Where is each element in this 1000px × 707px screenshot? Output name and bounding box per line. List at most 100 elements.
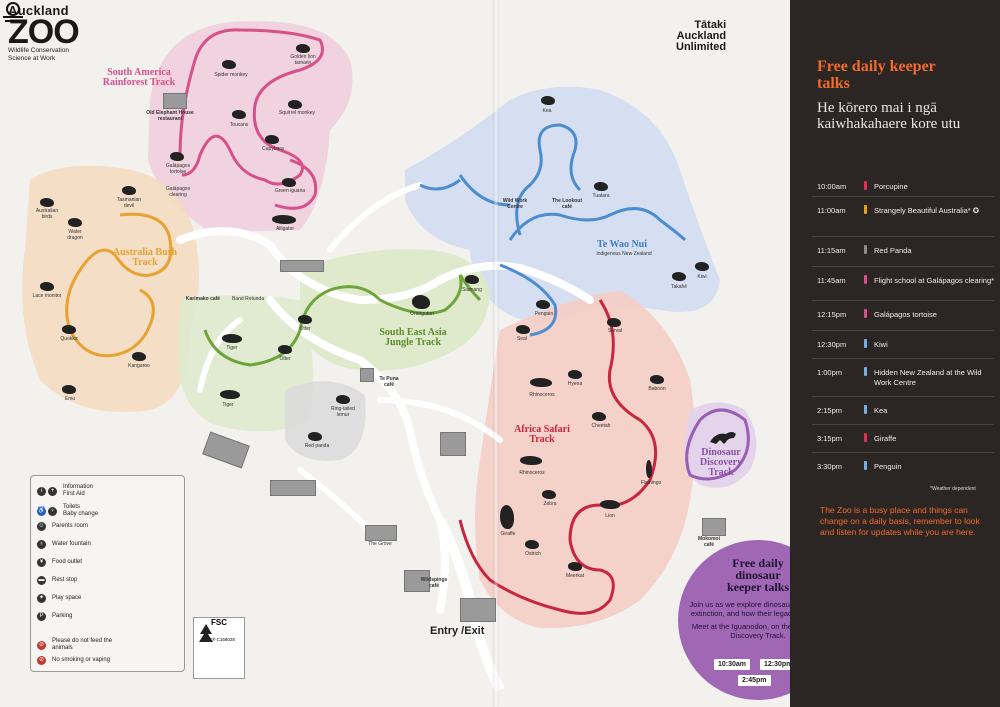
fsc-tree-icon [199,624,213,642]
siamang-icon[interactable] [465,275,479,284]
orangutan-icon[interactable] [412,295,430,309]
old-elephant-house-label[interactable]: Old Elephant House restaurant [146,110,194,122]
tuatara-icon[interactable] [594,182,608,191]
cheetah-icon[interactable] [592,412,606,421]
track-title-dinosaur[interactable]: Dinosaur Discovery Track [699,447,743,478]
golden-tamarin-icon[interactable] [296,44,310,53]
rhinoceros-label-2: Rhinoceros [519,470,545,476]
zebra-icon[interactable] [542,490,556,499]
lookout-cafe-label[interactable]: The Lookout café [552,198,582,210]
schedule-divider [812,358,994,359]
dino-body-1: Join us as we explore dinosaur evolution… [689,600,827,618]
wild-work-centre-label[interactable]: Wild Work Centre [502,198,528,210]
otter-icon-2[interactable] [298,315,312,324]
lion-icon[interactable] [600,500,620,509]
green-iguana-icon[interactable] [282,178,296,187]
lace-monitor-icon[interactable] [40,282,54,291]
wildspings-cafe-label[interactable]: Wildspings café [420,577,448,589]
track-title-africa[interactable]: Africa Safari Track [514,424,570,445]
no-smoking-icon: ⊘ [37,656,46,665]
emu-icon[interactable] [62,385,76,394]
tiger-icon-2[interactable] [220,390,240,399]
meerkat-label: Meerkat [565,573,585,579]
squirrel-monkey-icon[interactable] [288,100,302,109]
te-puna-cafe-label[interactable]: Te Puna café [379,376,399,388]
tiger-icon-1[interactable] [222,334,242,343]
route-australia [65,212,173,358]
track-title-sea-jungle[interactable]: South East Asia Jungle Track [379,327,447,348]
legend-row-parents: ☺ Parents room [37,522,88,531]
water-fountain-icon: ♁ [37,540,46,549]
red-panda-label: Red panda [304,443,330,449]
tasmanian-devil-icon[interactable] [122,186,136,195]
grove-building [365,525,397,541]
tataki-logo-text: Tātaki Auckland Unlimited [676,20,726,53]
rhinoceros-icon-1[interactable] [530,378,552,387]
iguanodon-icon[interactable] [708,428,738,446]
route-te-wao-nui-2 [419,178,558,337]
ostrich-icon[interactable] [525,540,539,549]
takahe-icon[interactable] [672,272,686,281]
alligator-icon[interactable] [272,215,296,224]
schedule-divider [812,266,994,267]
capybara-icon[interactable] [265,135,279,144]
red-panda-icon[interactable] [308,432,322,441]
route-south-america [178,28,324,186]
rhinoceros-label-1: Rhinoceros [529,392,555,398]
schedule-track-color [864,181,867,190]
karimako-cafe-label[interactable]: Karimako café [185,296,221,302]
schedule-talk-name: Galápagos tortoise [874,310,937,319]
meerkat-icon[interactable] [568,562,582,571]
cheetah-label: Cheetah [591,423,611,429]
track-title-australia[interactable]: Australia Bush Track [112,247,178,268]
schedule-track-color [864,309,867,318]
tiger-label-1: Tiger [226,345,238,351]
giraffe-icon[interactable] [500,505,514,529]
mokomoi-cafe-label[interactable]: Mokomoi café [698,536,720,548]
kiwi-icon[interactable] [695,262,709,271]
rhinoceros-icon-2[interactable] [520,456,542,465]
kea-icon[interactable] [541,96,555,105]
ring-tailed-lemur-icon[interactable] [336,395,350,404]
water-dragon-icon[interactable] [68,218,82,227]
lace-monitor-label: Lace monitor [32,293,62,299]
schedule-time: 12:30pm [817,340,847,349]
track-title-te-wao-nui[interactable]: Te Wao Nui [596,239,648,250]
dino-talks-title: Free daily dinosaur keeper talks [726,556,790,594]
food-outlet-icon: ¥ [37,558,46,567]
grove-label[interactable]: The Grove [368,541,392,547]
toucans-icon[interactable] [232,110,246,119]
band-rotunda-label[interactable]: Band Rotunda [232,296,264,302]
giraffe-label: Giraffe [500,531,516,537]
otter-icon-1[interactable] [278,345,292,354]
seal-icon[interactable] [516,325,530,334]
kiwi-label: Kiwi [697,274,707,280]
flamingo-icon[interactable] [646,460,652,478]
serval-icon[interactable] [607,318,621,327]
track-title-south-america[interactable]: South America Rainforest Track [102,67,176,88]
emu-label: Emu [64,396,76,402]
hyena-icon[interactable] [568,370,582,379]
galapagos-clearing-label[interactable]: Galápagos clearing [165,186,191,198]
australian-birds-icon[interactable] [40,198,54,207]
entry-exit-label[interactable]: Entry /Exit [430,625,485,637]
route-south-america-2 [274,158,318,210]
quokka-icon[interactable] [62,325,76,334]
schedule-talk-name: Kiwi [874,340,888,349]
ostrich-label: Ostrich [525,551,541,557]
legend-no-feeding: Please do not feed the animals [52,638,113,651]
spider-monkey-icon[interactable] [222,60,236,69]
weather-note: *Weather dependent [930,486,976,492]
penguin-icon[interactable] [536,300,550,309]
information-icon: i [37,486,46,496]
galapagos-tortoise-icon[interactable] [170,152,184,161]
kangaroo-icon[interactable] [132,352,146,361]
baboon-icon[interactable] [650,375,664,384]
zoo-map[interactable]: Auckland ZOO Wildlife Conservation Scien… [0,0,838,707]
schedule-track-color [864,275,867,284]
no-feeding-icon: ⊘ [37,640,46,650]
schedule-time: 2:15pm [817,406,843,415]
parents-room-icon: ☺ [37,522,46,531]
